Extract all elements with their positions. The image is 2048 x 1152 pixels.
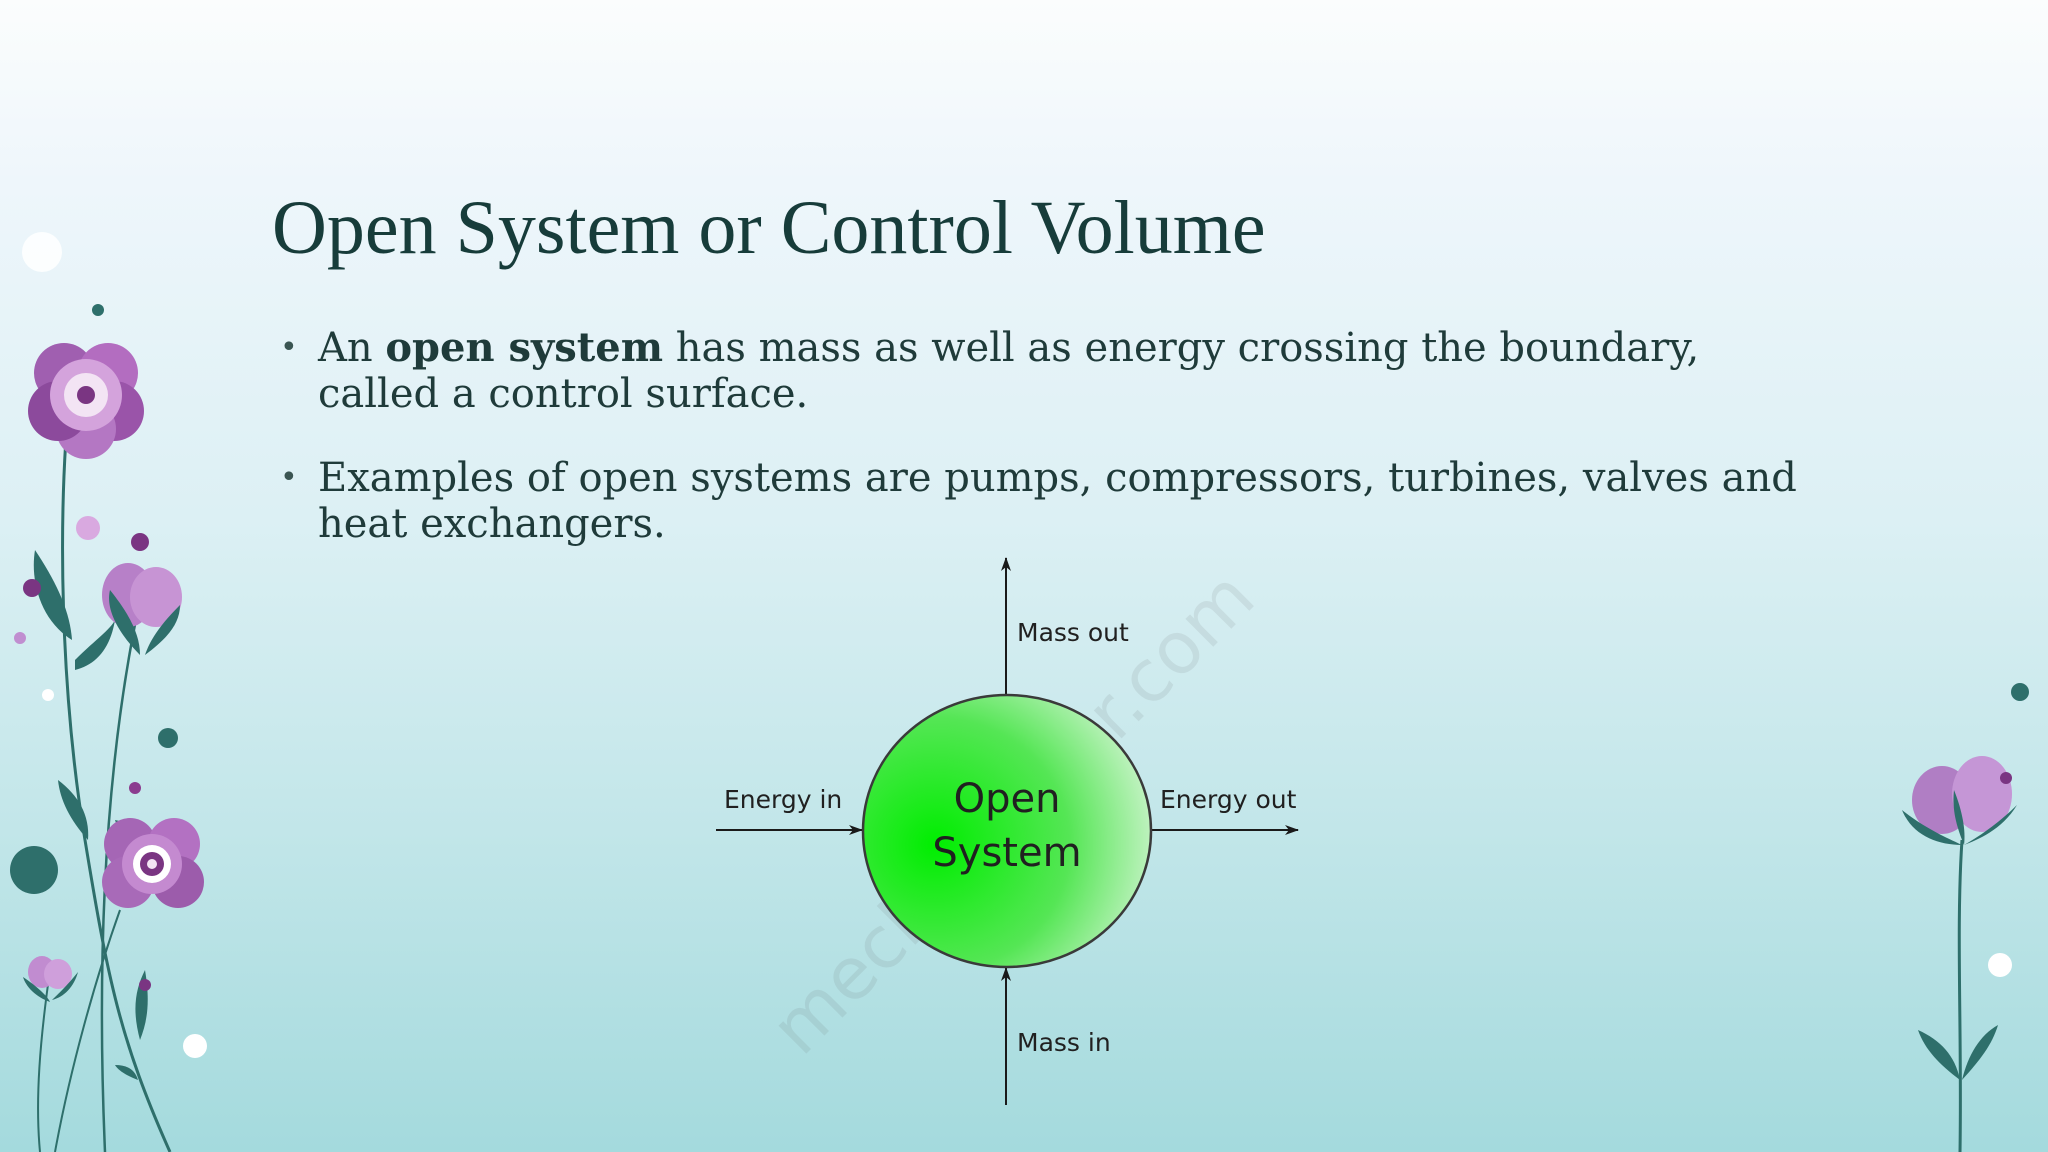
left-flower-decoration (10, 232, 207, 1152)
mass-out-label: Mass out (1017, 618, 1129, 647)
bullet-text-after: has mass as well as energy crossing the … (318, 325, 1700, 417)
bullet-text: Examples of open systems are pumps, comp… (318, 455, 1797, 547)
right-flower-decoration (1902, 683, 2029, 1152)
slide-title: Open System or Control Volume (272, 186, 1266, 270)
bullet-marker: • (280, 460, 298, 495)
bullet-open-system-examples: • Examples of open systems are pumps, co… (280, 455, 1818, 547)
bullet-open-system-definition: • An open system has mass as well as ene… (280, 324, 1818, 418)
mass-in-label: Mass in (1017, 1028, 1111, 1057)
system-label-line1: Open (954, 776, 1061, 822)
system-label-line2: System (932, 830, 1081, 876)
energy-in-label: Energy in (724, 785, 842, 814)
open-system-diagram: mechteacher.com Open System Mass out Mas… (716, 554, 1299, 1105)
bullet-bold-term: open system (385, 324, 664, 371)
bullet-marker: • (280, 330, 298, 365)
bullet-text-before: An (318, 325, 386, 371)
energy-out-label: Energy out (1160, 785, 1297, 814)
open-system-circle (861, 693, 1153, 969)
